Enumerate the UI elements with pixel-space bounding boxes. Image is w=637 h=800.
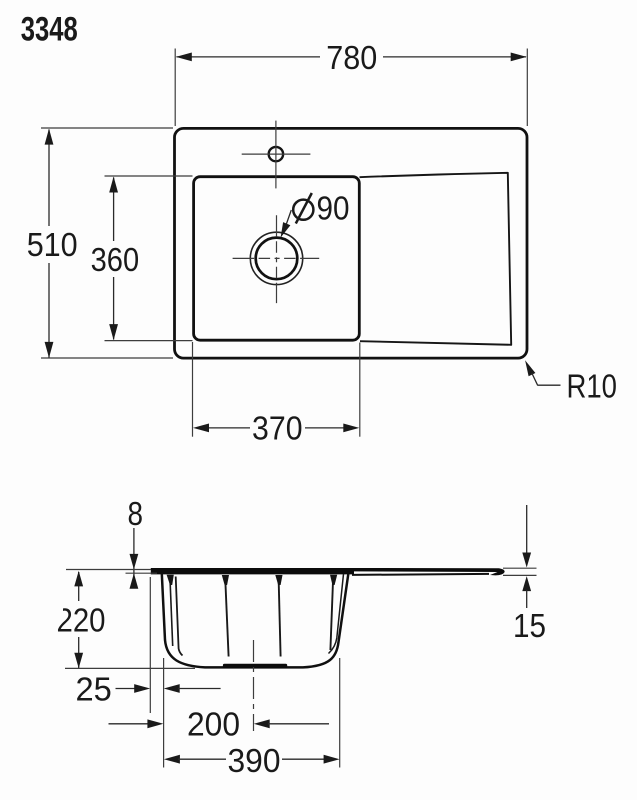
svg-text:390: 390	[228, 742, 281, 779]
svg-text:780: 780	[326, 39, 377, 76]
svg-text:15: 15	[513, 607, 546, 644]
svg-text:220: 220	[57, 601, 106, 638]
svg-text:360: 360	[91, 241, 140, 278]
svg-text:510: 510	[27, 226, 78, 263]
svg-text:25: 25	[75, 671, 111, 708]
svg-text:200: 200	[187, 706, 240, 743]
svg-text:3348: 3348	[21, 10, 78, 48]
svg-text:R10: R10	[567, 368, 618, 405]
svg-text:90: 90	[317, 189, 350, 226]
svg-text:8: 8	[128, 495, 144, 532]
svg-text:370: 370	[252, 410, 303, 447]
